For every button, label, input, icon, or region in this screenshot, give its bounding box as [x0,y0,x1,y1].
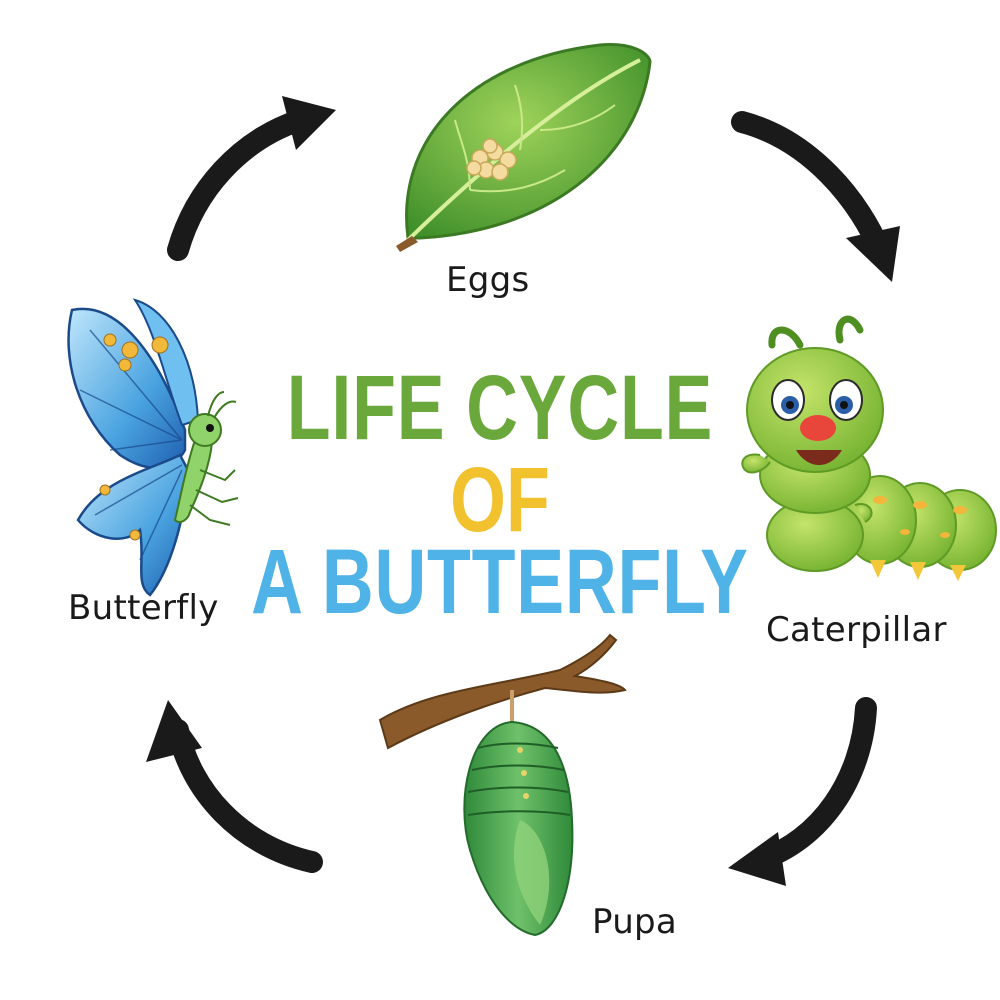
stage-label-butterfly: Butterfly [68,588,219,628]
title-line-2: OF [450,449,550,551]
title-line-1: LIFE CYCLE [286,357,714,459]
cycle-arrow-icon [167,96,336,261]
stage-label-pupa: Pupa [592,902,678,942]
leaf-with-eggs-icon [396,43,652,252]
title-line-3: A BUTTERFLY [251,531,749,633]
cycle-arrow-icon [731,111,900,282]
stage-label-eggs: Eggs [446,260,530,300]
cycle-arrow-icon [146,700,323,873]
caterpillar-icon [741,315,997,581]
butterfly-icon [67,298,239,597]
stage-label-caterpillar: Caterpillar [766,610,947,650]
cycle-arrow-icon [728,697,877,886]
chrysalis-icon [378,633,627,937]
